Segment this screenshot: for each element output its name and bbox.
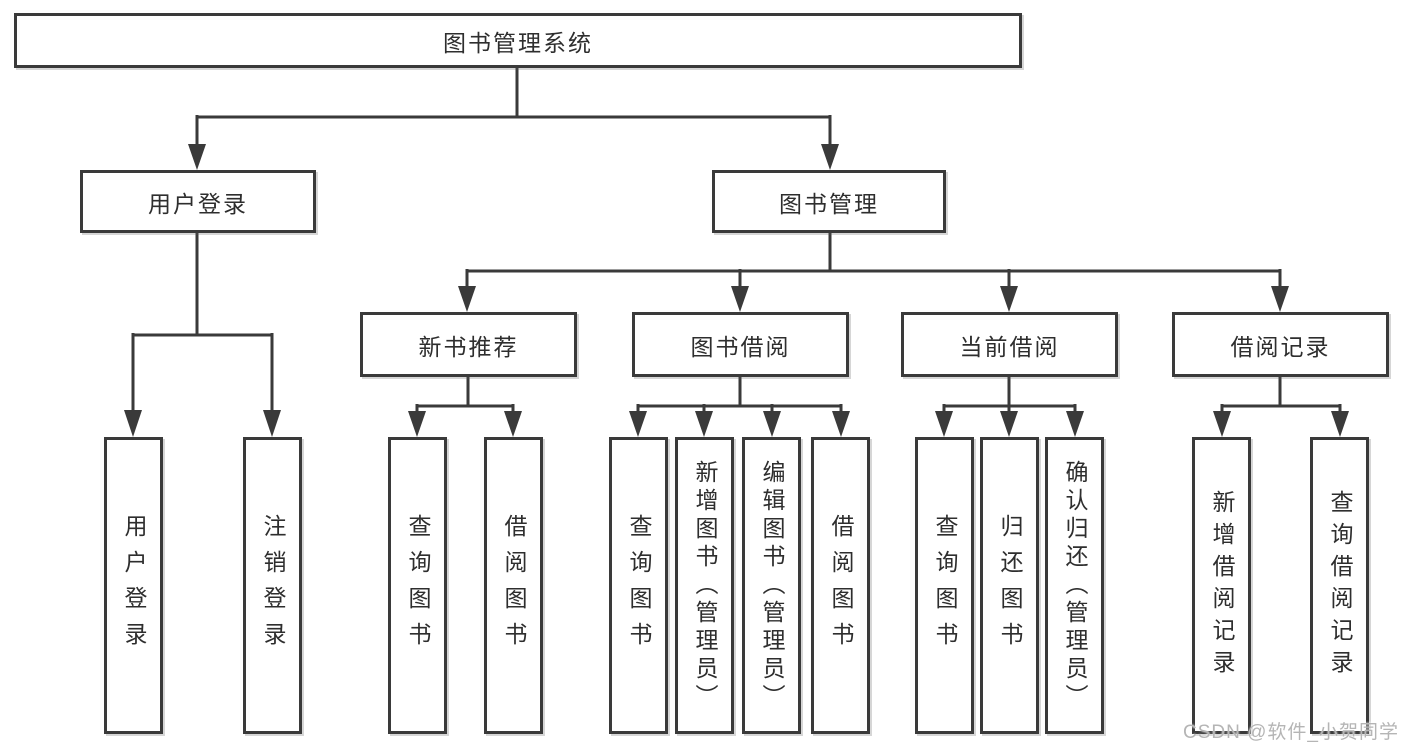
leaf-borrow-books-1: 借阅图书	[484, 437, 543, 734]
leaf-borrow-books-2: 借阅图书	[811, 437, 870, 734]
node-user-login: 用户登录	[80, 170, 316, 233]
arrowheads	[124, 144, 1349, 437]
node-new-book-recommend: 新书推荐	[360, 312, 577, 377]
leaf-add-books-admin: 新增图书（管理员）	[675, 437, 734, 734]
leaf-add-borrow-record: 新增借阅记录	[1192, 437, 1251, 734]
leaf-confirm-return-admin: 确认归还（管理员）	[1045, 437, 1104, 734]
leaf-query-books-1: 查询图书	[388, 437, 447, 734]
node-current-borrow: 当前借阅	[901, 312, 1118, 377]
node-book-borrow: 图书借阅	[632, 312, 849, 377]
leaf-edit-books-admin: 编辑图书（管理员）	[742, 437, 801, 734]
csdn-watermark: CSDN @软件_小贺同学	[1183, 722, 1399, 743]
leaf-return-books: 归还图书	[980, 437, 1039, 734]
node-book-management: 图书管理	[712, 170, 946, 233]
node-root-library-system: 图书管理系统	[14, 13, 1022, 68]
leaf-query-books-2: 查询图书	[609, 437, 668, 734]
leaf-query-borrow-record: 查询借阅记录	[1310, 437, 1369, 734]
leaf-logout: 注销登录	[243, 437, 302, 734]
leaf-query-books-3: 查询图书	[915, 437, 974, 734]
node-borrow-records: 借阅记录	[1172, 312, 1389, 377]
leaf-user-login: 用户登录	[104, 437, 163, 734]
